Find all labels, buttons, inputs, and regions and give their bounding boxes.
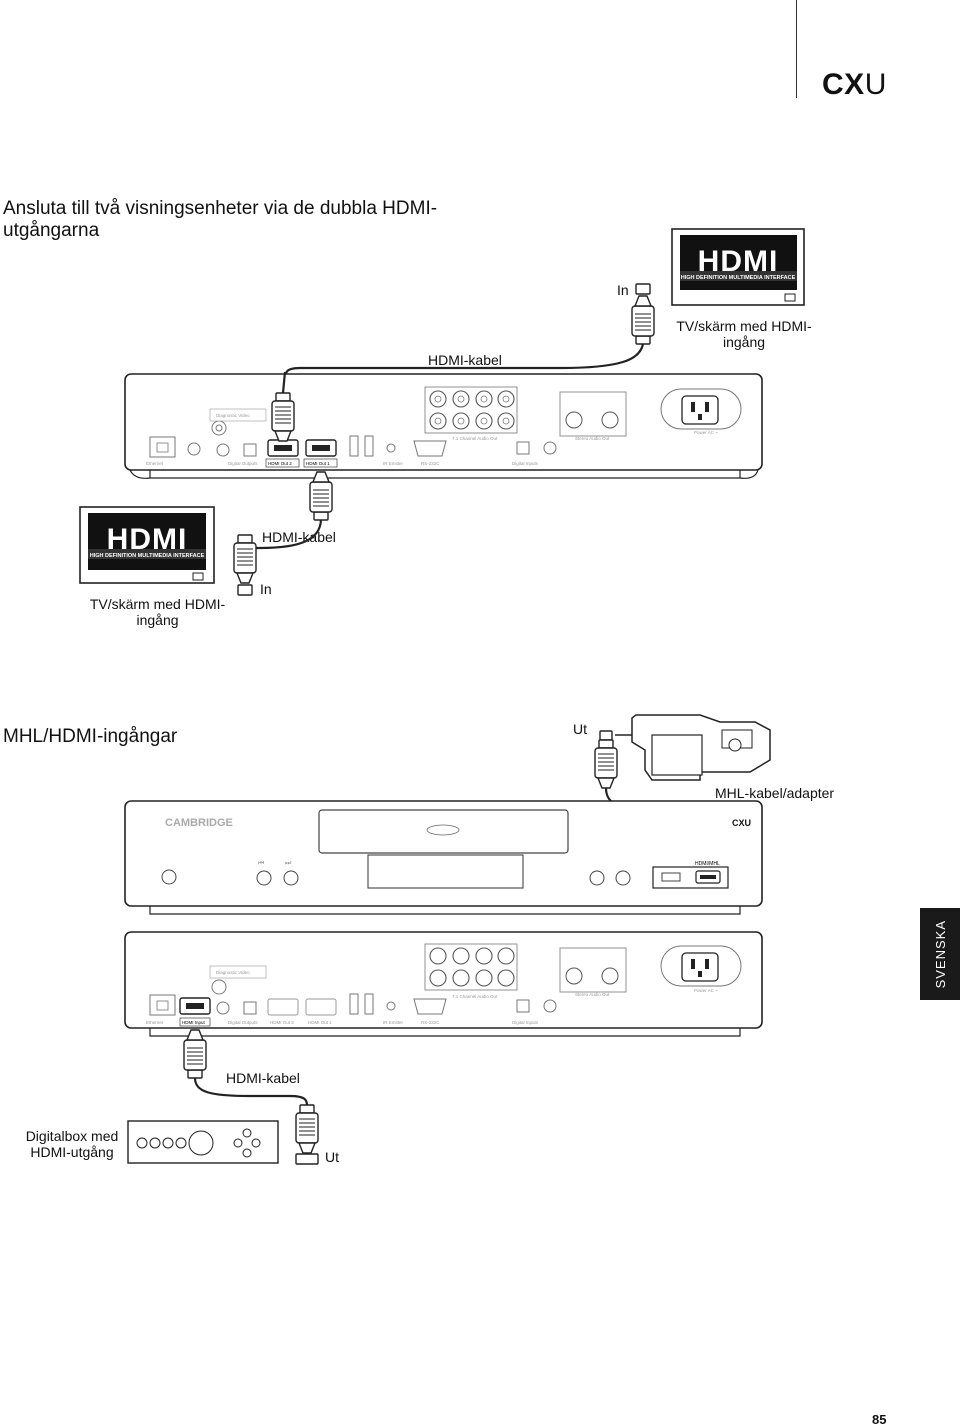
label-settopbox: Digitalbox med HDMI-utgång [25, 1128, 119, 1160]
svg-text:HDMI Out 2: HDMI Out 2 [268, 461, 292, 466]
label-mhl-cable: MHL-kabel/adapter [715, 785, 835, 801]
language-tab: SVENSKA [920, 908, 960, 1000]
svg-text:IR Emitter: IR Emitter [383, 461, 404, 466]
settop-box [127, 1120, 319, 1165]
tv-top: HDMI HIGH DEFINITION MULTIMEDIA INTERFAC… [635, 228, 805, 306]
svg-text:HDMI Out 1: HDMI Out 1 [306, 461, 330, 466]
svg-text:⏭: ⏭ [285, 860, 292, 867]
svg-text:Stereo Audio Out: Stereo Audio Out [575, 436, 610, 441]
svg-text:Stereo Audio Out: Stereo Audio Out [575, 992, 610, 997]
svg-text:7.1 Channel Audio Out: 7.1 Channel Audio Out [452, 994, 498, 999]
svg-text:Power AC ~: Power AC ~ [694, 988, 718, 993]
svg-text:RS-232C: RS-232C [421, 461, 440, 466]
hdmi-logo-top: HDMI HIGH DEFINITION MULTIMEDIA INTERFAC… [680, 245, 797, 281]
svg-text:CAMBRIDGE: CAMBRIDGE [165, 817, 233, 829]
svg-text:HIGH DEFINITION MULTIMEDIA INT: HIGH DEFINITION MULTIMEDIA INTERFACE [681, 275, 796, 281]
label-ut-bottom: Ut [325, 1149, 339, 1165]
brand-logo: CXU [822, 68, 887, 101]
section-title-mhl: MHL/HDMI-ingångar [3, 726, 178, 747]
svg-text:7.1 Channel Audio Out: 7.1 Channel Audio Out [452, 436, 498, 441]
page-number: 85 [872, 1412, 887, 1427]
label-ut-top: Ut [573, 721, 587, 737]
svg-text:HIGH DEFINITION MULTIMEDIA INT: HIGH DEFINITION MULTIMEDIA INTERFACE [90, 553, 205, 559]
svg-text:Diagnostic Video: Diagnostic Video [216, 970, 250, 975]
label-tv-top: TV/skärm med HDMI-ingång [676, 318, 812, 350]
label-in-top: In [617, 282, 629, 298]
rear-panel-top: Diagnostic Video 7.1 Channel Audio Out S… [124, 373, 763, 479]
front-panel: CAMBRIDGE CXU ⏮ ⏭ HDMI/MHL [124, 800, 763, 915]
label-tv-bottom: TV/skärm med HDMI-ingång [89, 596, 226, 628]
svg-text:Digital Outputs: Digital Outputs [228, 461, 258, 466]
label-hdmi-cable-top: HDMI-kabel [428, 352, 502, 368]
svg-text:HDMI Out 2: HDMI Out 2 [270, 1020, 294, 1025]
svg-text:IR Emitter: IR Emitter [383, 1020, 404, 1025]
svg-text:Diagnostic Video: Diagnostic Video [216, 413, 250, 418]
svg-text:HDMI/MHL: HDMI/MHL [695, 861, 720, 867]
section-title-dual-hdmi: Ansluta till två visningsenheter via de … [3, 198, 438, 241]
svg-text:CXU: CXU [732, 818, 751, 828]
header-divider [796, 0, 797, 98]
label-in-bottom: In [260, 581, 272, 597]
svg-text:Digital Outputs: Digital Outputs [228, 1020, 258, 1025]
svg-text:RS-232C: RS-232C [421, 1020, 440, 1025]
svg-text:HDMI Out 1: HDMI Out 1 [308, 1020, 332, 1025]
tv-bottom: HDMI HIGH DEFINITION MULTIMEDIA INTERFAC… [79, 506, 253, 596]
rear-panel-bottom: Diagnostic Video 7.1 Channel Audio Out S… [124, 931, 763, 1037]
svg-text:Ethernet: Ethernet [146, 461, 164, 466]
svg-text:Power AC ~: Power AC ~ [694, 430, 718, 435]
svg-text:Digital Inputs: Digital Inputs [512, 1020, 539, 1025]
svg-text:Ethernet: Ethernet [146, 1020, 164, 1025]
label-hdmi-cable-bottom: HDMI-kabel [226, 1070, 300, 1086]
camcorder [599, 714, 771, 781]
svg-text:Digital Inputs: Digital Inputs [512, 461, 539, 466]
svg-text:HDMI Input: HDMI Input [182, 1020, 206, 1025]
svg-text:⏮: ⏮ [258, 860, 264, 867]
